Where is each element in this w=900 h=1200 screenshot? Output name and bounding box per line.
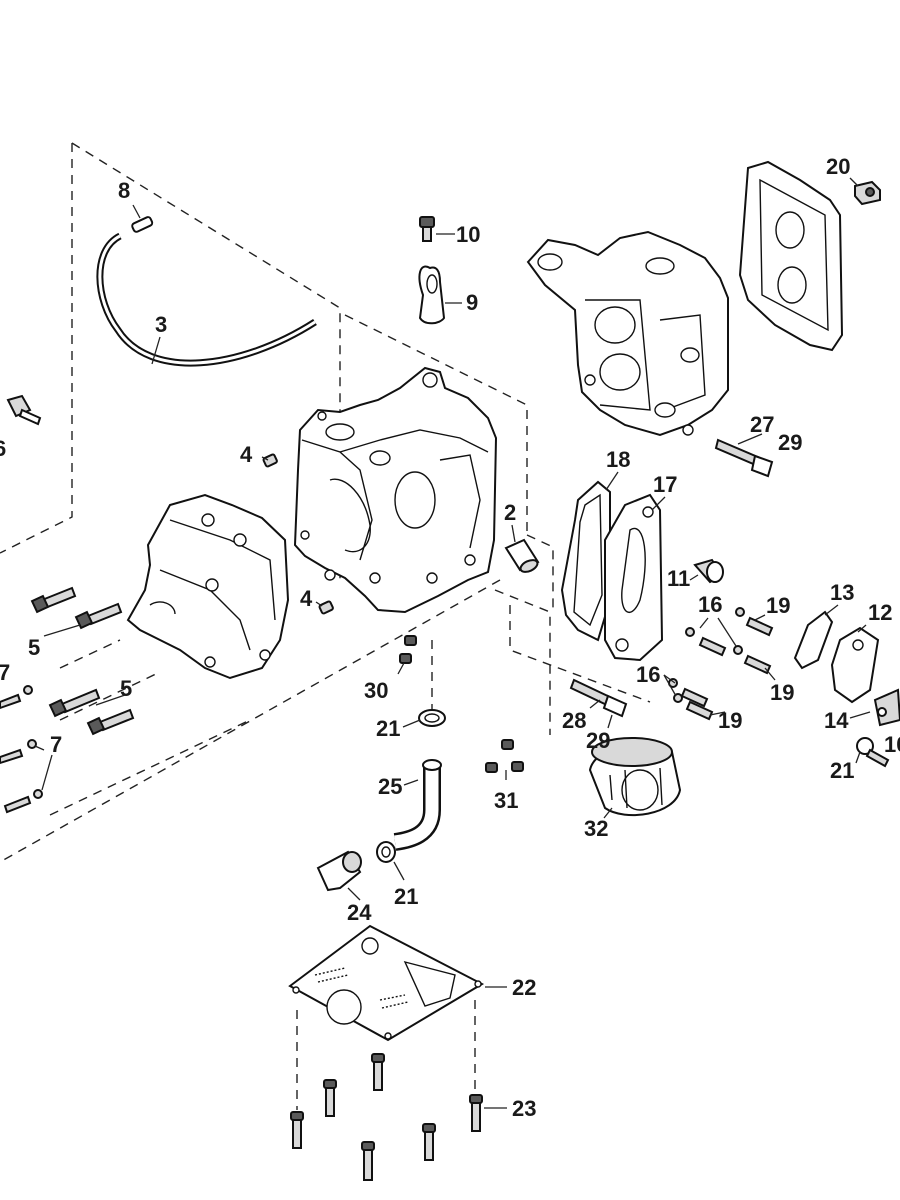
callout-19: 19	[770, 680, 794, 705]
callout-27: 27	[750, 412, 774, 437]
callout-31: 31	[494, 788, 518, 813]
crankcase-cover	[126, 493, 290, 680]
grommets-part-31	[485, 739, 524, 773]
clamp-part-21-center	[418, 709, 446, 727]
callout-10: 10	[456, 222, 480, 247]
callout-4: 4	[240, 442, 253, 467]
callout-16: 16	[636, 662, 660, 687]
cylinder-block	[293, 366, 498, 614]
callout-29: 29	[778, 430, 802, 455]
gasket-part-13	[793, 610, 834, 670]
callout-8: 8	[118, 178, 130, 203]
cover-plate-part-22	[288, 924, 485, 1042]
callout-11: 11	[667, 566, 690, 591]
bolt-part-27	[714, 438, 774, 478]
bolts-part-23	[290, 1053, 483, 1181]
callout-21: 21	[376, 716, 400, 741]
grommets-part-30	[399, 635, 417, 664]
callout-22: 22	[512, 975, 536, 1000]
bolts-part-19	[668, 607, 774, 721]
callout-3: 3	[155, 312, 167, 337]
gasket-part-18	[560, 480, 611, 642]
cylinder-head	[526, 230, 729, 437]
callout-labels: 8 10 20 9 3 6 4 27 29 18 17 2 11 4 16 19…	[0, 154, 900, 1121]
callout-7: 7	[0, 660, 10, 685]
fitting-part-14	[873, 688, 900, 727]
callout-14: 14	[824, 708, 849, 733]
callout-9: 9	[466, 290, 478, 315]
bracket-part-9	[418, 265, 446, 325]
callout-4: 4	[300, 586, 313, 611]
callout-2: 2	[504, 500, 516, 525]
fitting-part-6	[6, 394, 42, 426]
sensor-part-20	[854, 180, 881, 206]
callout-10: 10	[884, 732, 900, 757]
callout-5: 5	[120, 676, 132, 701]
callout-19: 19	[718, 708, 742, 733]
callout-18: 18	[606, 447, 630, 472]
thermostat-housing-part-12	[830, 626, 880, 704]
callout-7: 7	[50, 732, 62, 757]
callout-30: 30	[364, 678, 388, 703]
bushing-part-2	[504, 538, 540, 573]
oil-filter-part-32	[588, 737, 682, 817]
bolt-part-28	[569, 678, 628, 718]
pin-part-8	[131, 216, 154, 233]
callout-19: 19	[766, 593, 790, 618]
callout-6: 6	[0, 436, 6, 461]
leader-lines	[34, 177, 871, 1109]
hose-part-3	[96, 232, 317, 367]
callout-17: 17	[653, 472, 677, 497]
fitting-part-11	[693, 558, 724, 584]
callout-24: 24	[347, 900, 372, 925]
callout-12: 12	[868, 600, 892, 625]
bolt-part-10	[419, 216, 435, 242]
callout-13: 13	[830, 580, 854, 605]
clamp-part-21-right	[856, 737, 890, 768]
clamp-part-21-lower	[376, 841, 396, 863]
callout-16: 16	[698, 592, 722, 617]
callout-23: 23	[512, 1096, 536, 1121]
callout-21: 21	[394, 884, 418, 909]
dowel-part-4-lower	[318, 600, 334, 615]
bolts-part-7	[0, 685, 43, 814]
callout-29: 29	[586, 728, 610, 753]
callout-32: 32	[584, 816, 608, 841]
callout-21: 21	[830, 758, 854, 783]
bolts-part-5	[30, 586, 135, 736]
thermostat-part-24	[316, 850, 362, 892]
cover-plate-part-17	[604, 493, 664, 662]
callout-5: 5	[28, 635, 40, 660]
callout-25: 25	[378, 774, 402, 799]
callout-28: 28	[562, 708, 586, 733]
hose-part-25	[393, 759, 442, 851]
dowel-part-4-upper	[262, 453, 278, 468]
callout-20: 20	[826, 154, 850, 179]
head-cover-plate	[738, 160, 844, 352]
